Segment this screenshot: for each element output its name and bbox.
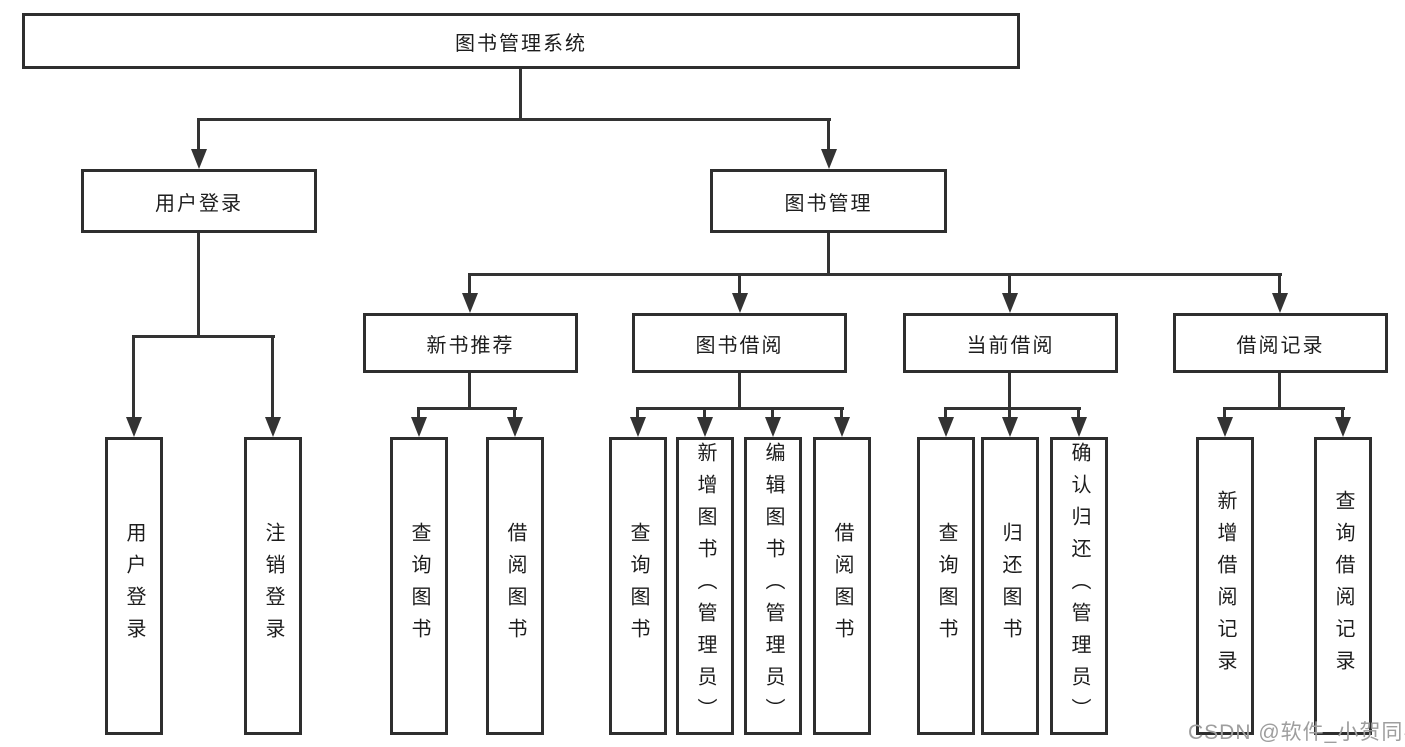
connector-line bbox=[636, 407, 844, 410]
connector-line bbox=[944, 407, 947, 423]
connector-line bbox=[827, 233, 830, 276]
connector-line bbox=[771, 407, 774, 423]
connector-line bbox=[1008, 407, 1011, 423]
connector-line bbox=[1077, 407, 1080, 423]
arrow-down-icon bbox=[630, 417, 646, 437]
connector-line bbox=[468, 273, 471, 299]
connector-line bbox=[840, 407, 843, 423]
connector-line bbox=[636, 407, 639, 423]
leaf-current-return-books: 归还图书 bbox=[981, 437, 1039, 735]
connector-line bbox=[519, 68, 522, 118]
leaf-current-confirm-return-admin: 确认归还（管理员） bbox=[1050, 437, 1108, 735]
connector-line bbox=[271, 335, 274, 423]
leaf-borrowing-borrow-books: 借阅图书 bbox=[813, 437, 871, 735]
connector-line bbox=[1278, 373, 1281, 410]
arrow-down-icon bbox=[191, 149, 207, 169]
connector-line bbox=[944, 407, 1081, 410]
leaf-logout: 注销登录 bbox=[244, 437, 302, 735]
connector-line bbox=[738, 273, 741, 299]
arrow-down-icon bbox=[732, 293, 748, 313]
arrow-down-icon bbox=[126, 417, 142, 437]
connector-line bbox=[1008, 273, 1011, 299]
arrow-down-icon bbox=[821, 149, 837, 169]
node-current-borrowing: 当前借阅 bbox=[903, 313, 1118, 373]
connector-line bbox=[197, 118, 200, 152]
connector-line bbox=[417, 407, 517, 410]
connector-line bbox=[1341, 407, 1344, 423]
arrow-down-icon bbox=[507, 417, 523, 437]
node-borrowing-records: 借阅记录 bbox=[1173, 313, 1388, 373]
arrow-down-icon bbox=[462, 293, 478, 313]
connector-line bbox=[827, 118, 830, 152]
leaf-borrowing-edit-books-admin: 编辑图书（管理员） bbox=[744, 437, 802, 735]
connector-line bbox=[738, 373, 741, 410]
arrow-down-icon bbox=[1002, 417, 1018, 437]
leaf-records-query-record: 查询借阅记录 bbox=[1314, 437, 1372, 735]
leaf-borrowing-query-books: 查询图书 bbox=[609, 437, 667, 735]
arrow-down-icon bbox=[1071, 417, 1087, 437]
connector-line bbox=[132, 335, 275, 338]
leaf-borrowing-add-books-admin: 新增图书（管理员） bbox=[676, 437, 734, 735]
connector-line bbox=[703, 407, 706, 423]
leaf-current-query-books: 查询图书 bbox=[917, 437, 975, 735]
arrow-down-icon bbox=[765, 417, 781, 437]
csdn-watermark: CSDN @软件_小贺同学 bbox=[1188, 721, 1405, 744]
leaf-newbook-query-books: 查询图书 bbox=[390, 437, 448, 735]
arrow-down-icon bbox=[834, 417, 850, 437]
arrow-down-icon bbox=[938, 417, 954, 437]
connector-line bbox=[132, 335, 135, 423]
leaf-records-add-record: 新增借阅记录 bbox=[1196, 437, 1254, 735]
node-new-book-recommend: 新书推荐 bbox=[363, 313, 578, 373]
connector-line bbox=[1278, 273, 1281, 299]
connector-line bbox=[1008, 373, 1011, 410]
node-root-library-system: 图书管理系统 bbox=[22, 13, 1020, 69]
connector-line bbox=[468, 373, 471, 410]
connector-line bbox=[197, 233, 200, 336]
connector-line bbox=[197, 118, 831, 121]
arrow-down-icon bbox=[1272, 293, 1288, 313]
arrow-down-icon bbox=[1002, 293, 1018, 313]
arrow-down-icon bbox=[1335, 417, 1351, 437]
connector-line bbox=[513, 407, 516, 423]
arrow-down-icon bbox=[265, 417, 281, 437]
node-book-management: 图书管理 bbox=[710, 169, 947, 233]
arrow-down-icon bbox=[411, 417, 427, 437]
arrow-down-icon bbox=[697, 417, 713, 437]
connector-line bbox=[417, 407, 420, 423]
connector-line bbox=[1223, 407, 1226, 423]
node-user-login: 用户登录 bbox=[81, 169, 317, 233]
leaf-newbook-borrow-books: 借阅图书 bbox=[486, 437, 544, 735]
leaf-user-login: 用户登录 bbox=[105, 437, 163, 735]
connector-line bbox=[1223, 407, 1345, 410]
arrow-down-icon bbox=[1217, 417, 1233, 437]
node-book-borrowing: 图书借阅 bbox=[632, 313, 847, 373]
connector-line bbox=[468, 273, 1282, 276]
